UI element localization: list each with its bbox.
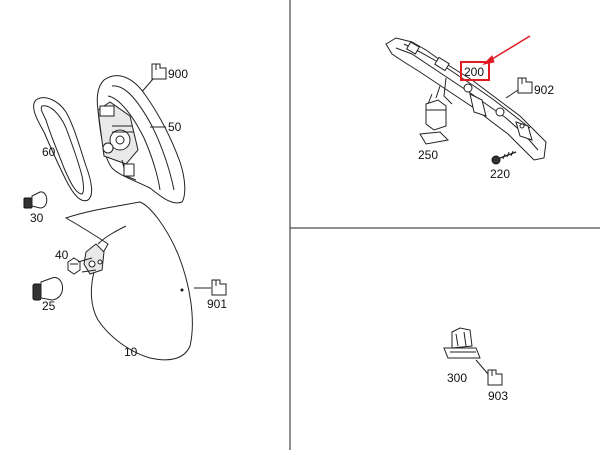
callout-250[interactable]: 250 — [418, 148, 438, 162]
callout-200[interactable]: 200 — [464, 65, 484, 79]
callout-10[interactable]: 10 — [124, 345, 138, 359]
callout-901[interactable]: 901 — [207, 297, 227, 311]
part-300-clip — [443, 327, 481, 359]
left-panel: 900 50 60 30 — [23, 63, 227, 361]
bottom-right-panel: 300 903 — [443, 327, 508, 403]
part-10-lamp-lens — [64, 201, 193, 361]
part-30-bulb — [23, 191, 48, 209]
part-reference-icon — [151, 63, 167, 80]
highlight-box — [460, 61, 490, 81]
callout-30[interactable]: 30 — [30, 211, 44, 225]
callout-300[interactable]: 300 — [447, 371, 467, 385]
leader-line — [505, 89, 519, 99]
top-right-panel: 200 902 250 220 — [385, 35, 554, 181]
callout-25[interactable]: 25 — [42, 299, 56, 313]
part-25-bulb — [32, 277, 63, 301]
part-250-socket — [419, 99, 450, 145]
callout-220[interactable]: 220 — [490, 167, 510, 181]
part-220-screw — [491, 150, 517, 165]
part-50-lamp-housing — [96, 75, 186, 204]
part-reference-icon — [487, 369, 503, 386]
part-reference-icon — [211, 279, 227, 296]
pointer-arrow-icon — [482, 35, 531, 65]
part-40-clip — [67, 257, 81, 275]
part-reference-icon — [517, 77, 533, 94]
callout-902[interactable]: 902 — [534, 83, 554, 97]
callout-50[interactable]: 50 — [168, 120, 182, 134]
callout-40[interactable]: 40 — [55, 248, 69, 262]
callout-60[interactable]: 60 — [42, 145, 56, 159]
callout-900[interactable]: 900 — [168, 67, 188, 81]
leader-line — [475, 359, 489, 375]
part-60-gasket — [33, 97, 93, 202]
part-200-bracket — [385, 37, 547, 161]
callout-903[interactable]: 903 — [488, 389, 508, 403]
